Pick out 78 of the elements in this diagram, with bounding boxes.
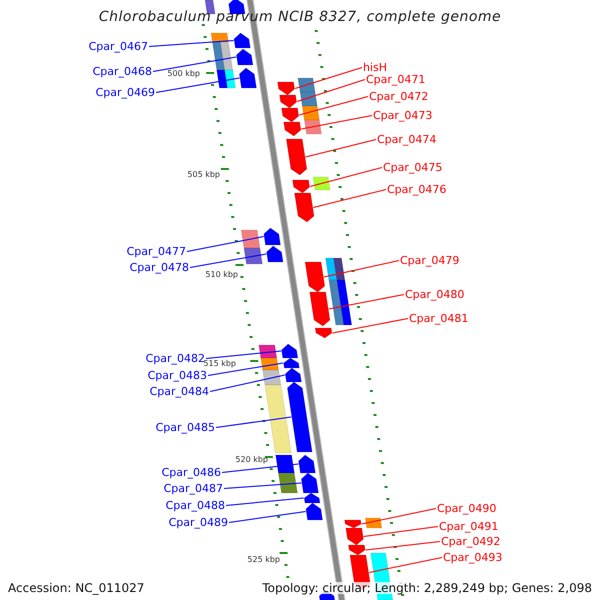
gene-label: Cpar_0482	[146, 353, 205, 364]
leader-line	[298, 96, 368, 116]
scale-label: 525 kbp	[247, 556, 280, 564]
gene-label: Cpar_0476	[387, 184, 446, 195]
gene-label: Cpar_0479	[400, 255, 460, 266]
leader-line	[312, 189, 386, 208]
leader-line	[228, 511, 306, 523]
leader-line	[368, 557, 442, 573]
gene-label: Cpar_0478	[130, 262, 189, 273]
scale-label: 500 kbp	[167, 70, 200, 78]
gene-label: Cpar_0493	[443, 552, 502, 563]
leader-line	[216, 416, 292, 428]
leader-line	[226, 498, 304, 506]
leader-line	[363, 526, 438, 537]
leader-line	[323, 260, 400, 278]
gene-block	[236, 48, 254, 66]
gene-label: Cpar_0472	[369, 91, 428, 102]
leader-line	[305, 139, 376, 158]
gene-label: Cpar_0469	[96, 87, 155, 98]
gene-block	[283, 122, 302, 136]
gene-label: hisH	[363, 62, 388, 73]
gene-block	[277, 82, 295, 96]
gene-block	[279, 94, 297, 108]
leader-line	[361, 508, 436, 524]
leader-line	[296, 79, 366, 102]
gene-label: Cpar_0471	[366, 74, 426, 85]
gene-label: Cpar_0468	[92, 66, 152, 77]
map-title: Chlorobaculum parvum NCIB 8327, complete genome	[98, 10, 502, 24]
leader-line	[328, 294, 404, 310]
leader-line	[300, 115, 372, 130]
leader-line	[190, 254, 267, 268]
gene-label: Cpar_0483	[148, 370, 207, 381]
gene-block	[264, 228, 281, 246]
gene-label: Cpar_0480	[405, 289, 464, 300]
leader-line	[210, 374, 286, 392]
gene-label: Cpar_0490	[437, 503, 496, 514]
gene-label: Cpar_0492	[441, 536, 500, 547]
leader-line	[365, 541, 440, 550]
gene-label: Cpar_0477	[126, 246, 186, 257]
gene-block	[239, 68, 257, 88]
gene-label: Cpar_0467	[88, 41, 148, 52]
gene-block	[281, 108, 299, 122]
leader-line	[310, 167, 382, 187]
accession-text: Accession: NC_011027	[8, 582, 144, 594]
gene-block	[234, 32, 251, 48]
genome-stats-text: Topology: circular; Length: 2,289,249 bp; Genes: 2,098	[262, 582, 592, 594]
gene-label: Cpar_0484	[150, 386, 209, 397]
gene-label: Cpar_0474	[377, 134, 436, 145]
leader-line	[332, 318, 408, 334]
gene-label: Cpar_0489	[168, 517, 228, 528]
leader-line	[186, 236, 264, 252]
scale-label: 505 kbp	[187, 171, 220, 179]
gene-block	[304, 262, 326, 292]
gene-label: Cpar_0475	[383, 162, 442, 173]
gene-label: Cpar_0485	[156, 422, 215, 433]
scale-label: 515 kbp	[203, 360, 236, 368]
gene-label: Cpar_0487	[164, 483, 223, 494]
gene-label: Cpar_0488	[166, 500, 225, 511]
gene-label: Cpar_0486	[162, 467, 221, 478]
gene-label: Cpar_0491	[439, 521, 498, 532]
gene-label: Cpar_0481	[409, 313, 468, 324]
leader-line	[294, 67, 362, 89]
gene-label: Cpar_0473	[373, 110, 432, 121]
leader-line	[208, 362, 284, 376]
leader-line	[206, 350, 282, 359]
gene-block	[283, 358, 300, 368]
leader-line	[222, 464, 299, 473]
gene-block	[281, 344, 298, 358]
scale-label: 510 kbp	[205, 271, 238, 279]
gene-block	[298, 454, 316, 474]
leader-line	[148, 40, 234, 47]
gene-block	[286, 138, 308, 176]
scale-label: 520 kbp	[235, 456, 268, 464]
leader-line	[224, 482, 302, 489]
gene-block	[306, 502, 323, 520]
gene-block	[266, 246, 284, 262]
leader-line	[156, 78, 240, 93]
leader-line	[152, 56, 237, 72]
